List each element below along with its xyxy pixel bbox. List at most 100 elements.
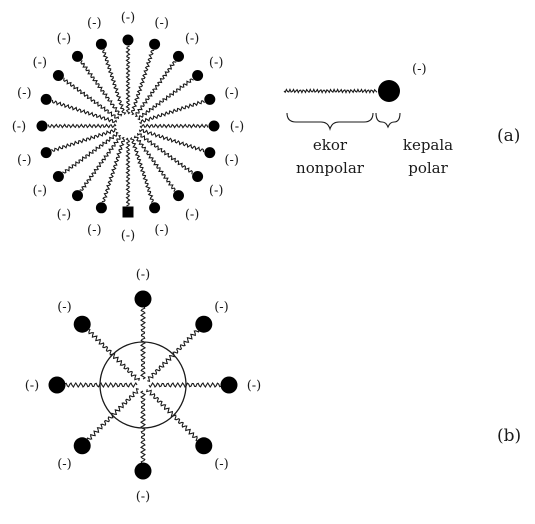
- micelle-a-tail: [130, 49, 155, 116]
- micelle-b-tail: [139, 390, 147, 464]
- micelle-a-charge-label: (-): [57, 31, 72, 46]
- micelle-b-charge-label: (-): [57, 300, 72, 315]
- micelle-b-tail: [86, 387, 139, 440]
- tail-brace: [286, 112, 374, 131]
- micelle-b-polar-head: [48, 376, 66, 394]
- micelle-a-polar-head: [52, 70, 64, 81]
- micelle-a-charge-label: (-): [185, 208, 200, 223]
- micelle-b-polar-head: [134, 462, 152, 480]
- micelle-a-charge-label: (-): [57, 208, 72, 223]
- legend-charge-label: (-): [412, 62, 427, 77]
- micelle-b-tail: [147, 330, 200, 383]
- micelle-a-tail: [80, 60, 123, 117]
- micelle-a-polar-head: [204, 93, 216, 105]
- micelle-a: (-) (-) (-) (-) (-) (-) (-) (-) (-) (-) (-) (-) (-) (…: [12, 11, 245, 244]
- micelle-a-charge-label: (-): [185, 31, 200, 46]
- panel-label-a: (a): [497, 126, 520, 146]
- micelle-a-tail: [139, 100, 205, 125]
- micelle-b-polar-head: [195, 315, 213, 333]
- panel-label-b: (b): [497, 426, 521, 446]
- micelle-a-polar-head: [36, 120, 48, 132]
- micelle-a-polar-head: [72, 50, 83, 62]
- micelle-a-tail: [138, 128, 205, 153]
- micelle-b-tail: [145, 389, 198, 442]
- tail-label-line1: ekor: [313, 136, 348, 154]
- micelle-a-tail: [47, 123, 117, 129]
- micelle-a-polar-head: [122, 206, 134, 218]
- head-label-line1: kepala: [403, 136, 453, 154]
- micelle-a-charge-label: (-): [154, 223, 169, 238]
- micelle-a-polar-head: [122, 34, 134, 46]
- micelle-a-polar-head: [149, 38, 161, 50]
- micelle-a-polar-head: [40, 147, 52, 159]
- micelle-a-tail: [137, 78, 194, 121]
- micelle-b-tail: [64, 381, 138, 389]
- micelle-a-tail: [133, 135, 176, 192]
- micelle-b-charge-label: (-): [57, 457, 72, 472]
- micelle-b-charge-label: (-): [214, 457, 229, 472]
- micelle-a-polar-head: [95, 202, 107, 214]
- micelle-a-charge-label: (-): [230, 120, 245, 135]
- micelle-b-charge-label: (-): [136, 268, 151, 283]
- micelle-b-charge-label: (-): [214, 300, 229, 315]
- micelle-a-polar-head: [72, 190, 83, 202]
- micelle-b-tail: [139, 306, 147, 380]
- micelle-a-polar-head: [192, 70, 204, 81]
- micelle-a-tail: [102, 49, 127, 115]
- micelle-a-charge-label: (-): [224, 153, 239, 168]
- micelle-b: (-) (-) (-) (-) (-) (-) (-) (-): [25, 268, 262, 505]
- micelle-b-tail: [88, 328, 141, 381]
- micelle-a-charge-label: (-): [12, 120, 27, 135]
- micelle-a-polar-head: [204, 147, 216, 159]
- micelle-a-charge-label: (-): [209, 184, 224, 199]
- micelle-b-charge-label: (-): [136, 490, 151, 505]
- micelle-a-polar-head: [40, 93, 52, 105]
- tail-label-line2: nonpolar: [296, 159, 365, 177]
- micelle-b-charge-label: (-): [247, 379, 262, 394]
- legend-nonpolar-tail: [283, 88, 378, 94]
- micelle-a-polar-head: [173, 190, 184, 202]
- micelle-a-tail: [125, 45, 131, 115]
- micelle-a-tail: [135, 61, 177, 117]
- micelle-a-tail: [125, 137, 131, 207]
- micelle-a-charge-label: (-): [87, 223, 102, 238]
- micelle-a-charge-label: (-): [87, 16, 102, 31]
- micelle-a-charge-label: (-): [33, 55, 48, 70]
- micelle-a-polar-head: [52, 171, 64, 182]
- micelle-b-polar-head: [134, 290, 152, 308]
- micelle-a-charge-label: (-): [33, 184, 48, 199]
- micelle-b-polar-head: [73, 437, 91, 455]
- micelle-a-charge-label: (-): [121, 229, 136, 244]
- micelle-a-charge-label: (-): [224, 86, 239, 101]
- micelle-a-polar-head: [208, 120, 220, 132]
- surfactant-legend: (-) ekor nonpolar kepala polar: [283, 62, 453, 177]
- micelle-a-charge-label: (-): [209, 55, 224, 70]
- micelle-a-tail: [137, 133, 193, 175]
- micelle-a-tail: [63, 77, 119, 119]
- micelle-a-polar-head: [173, 50, 184, 62]
- head-brace: [375, 112, 401, 129]
- micelle-a-polar-head: [95, 38, 107, 50]
- micelle-a-tail: [51, 99, 118, 124]
- micelle-a-tail: [129, 137, 154, 203]
- micelle-a-tail: [51, 127, 117, 152]
- micelle-a-charge-label: (-): [121, 11, 136, 26]
- head-label-line2: polar: [408, 159, 448, 177]
- micelle-b-core-circle: [99, 341, 187, 429]
- micelle-a-tail: [79, 135, 121, 191]
- legend-polar-head: [378, 80, 400, 102]
- micelle-a-tail: [62, 131, 119, 174]
- micelle-a-charge-label: (-): [17, 86, 32, 101]
- micelle-b-polar-head: [195, 437, 213, 455]
- micelle-a-polar-head: [192, 171, 204, 182]
- micelle-b-tail: [148, 381, 222, 389]
- micelle-a-charge-label: (-): [154, 16, 169, 31]
- micelle-a-polar-head: [149, 202, 161, 214]
- micelle-b-polar-head: [220, 376, 238, 394]
- micelle-a-tail: [101, 136, 126, 203]
- micelle-b-charge-label: (-): [25, 379, 40, 394]
- micelle-a-tail: [139, 123, 209, 129]
- micelle-b-polar-head: [73, 315, 91, 333]
- micelle-a-charge-label: (-): [17, 153, 32, 168]
